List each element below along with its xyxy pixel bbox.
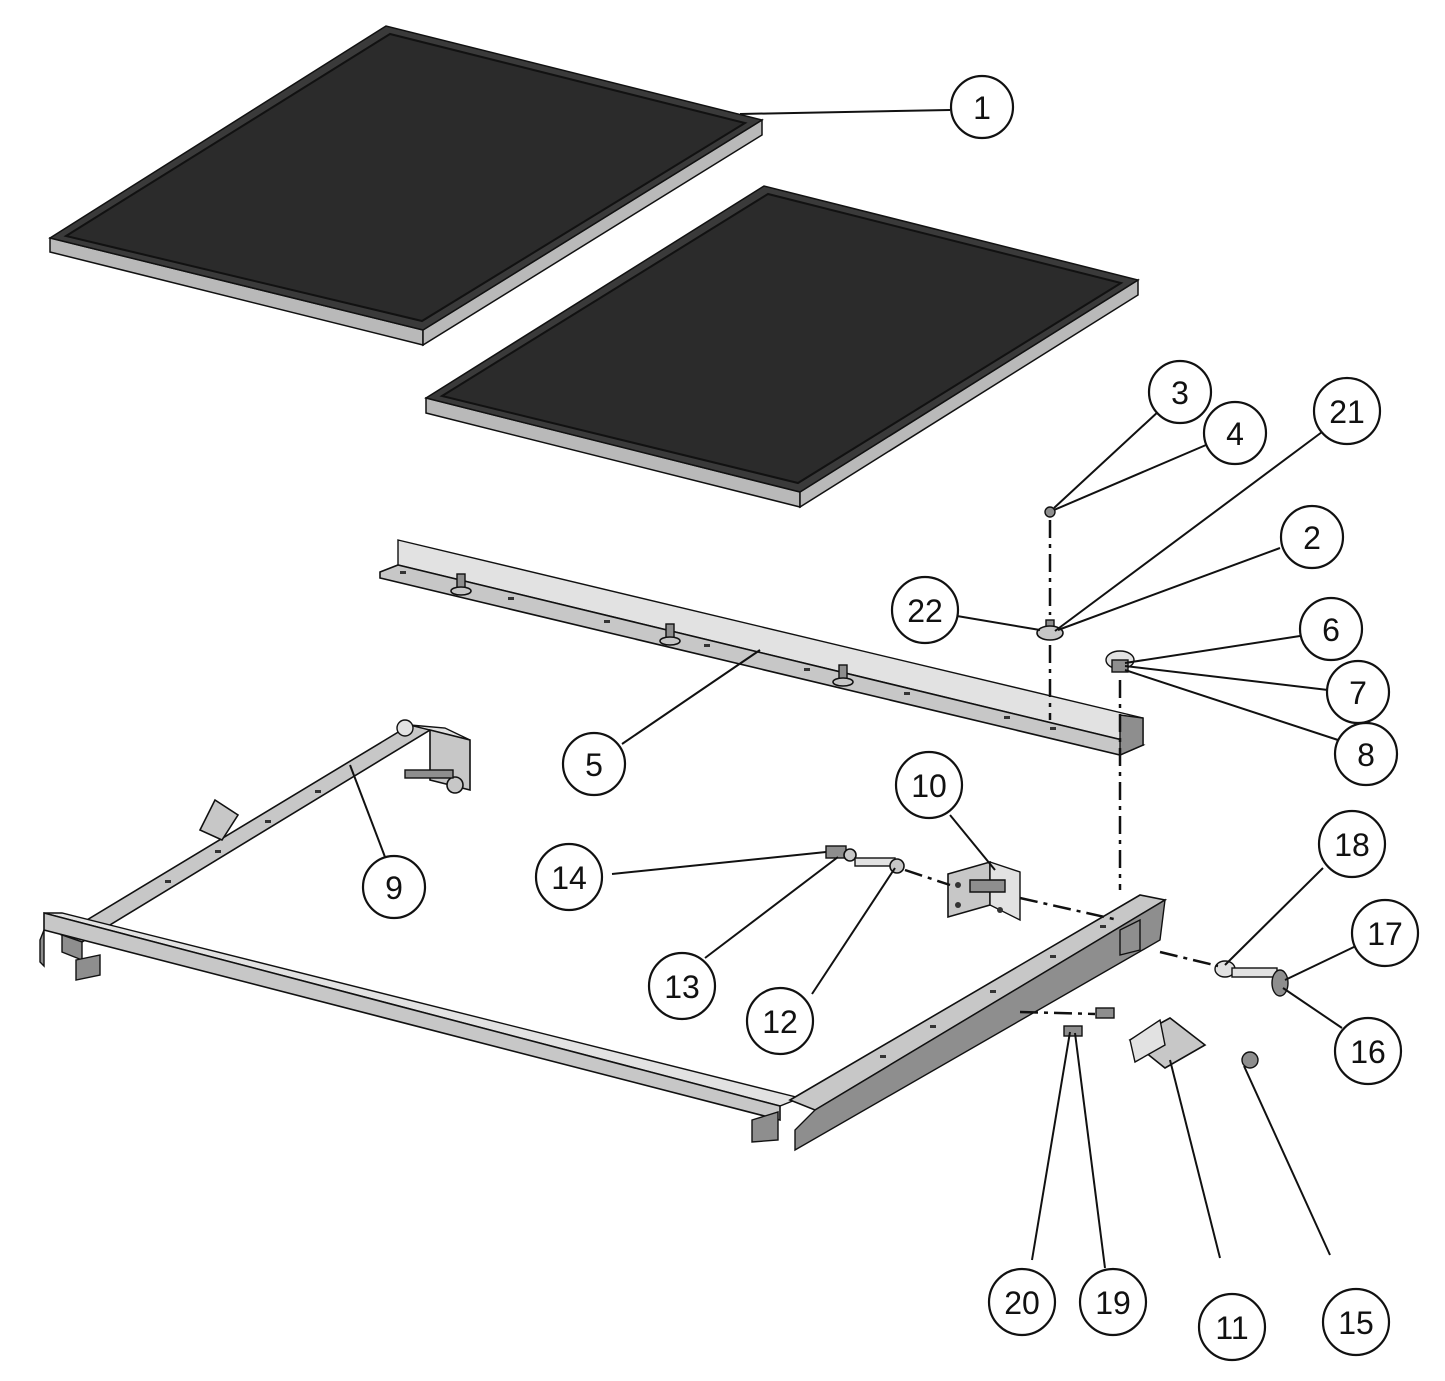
hinge-bracket [947,860,1021,922]
grill-plate-right [424,185,1140,509]
callout-5: 5 [561,731,627,797]
grill-plate-left [48,25,764,347]
callout-2: 2 [1279,504,1345,570]
callout-8: 8 [1333,721,1399,787]
callout-label: 13 [664,969,700,1005]
callout-label: 14 [551,860,587,896]
leader-lines [349,109,1357,1269]
callout-label: 22 [907,593,943,629]
callout-11: 11 [1197,1292,1267,1362]
callout-label: 1 [973,90,991,126]
callout-6: 6 [1298,596,1364,662]
callout-15: 15 [1321,1287,1391,1357]
pin-12 [854,857,905,874]
bolt-13-14 [825,845,857,862]
callout-label: 20 [1004,1285,1040,1321]
callout-label: 11 [1215,1310,1248,1346]
rail-studs [450,573,854,687]
nut-15 [1241,1051,1259,1069]
callout-label: 21 [1329,394,1365,430]
callout-label: 7 [1349,675,1367,711]
callout-label: 4 [1226,416,1244,452]
callout-3: 3 [1147,359,1213,425]
callout-label: 19 [1095,1285,1131,1321]
callout-label: 6 [1322,612,1340,648]
bolt-19-20 [1063,1007,1115,1037]
callout-12: 12 [745,986,815,1056]
knob-6-7-8 [1105,650,1135,673]
callout-label: 18 [1334,827,1370,863]
callout-label: 12 [762,1004,798,1040]
angle-rail [379,539,1146,757]
callout-17: 17 [1350,898,1420,968]
callout-21: 21 [1312,376,1382,446]
callout-19: 19 [1078,1267,1148,1337]
callout-label: 9 [385,870,403,906]
callout-label: 8 [1357,737,1375,773]
callout-14: 14 [534,842,604,912]
frame-side-rail-left [60,719,471,962]
callout-20: 20 [987,1267,1057,1337]
callout-label: 2 [1303,520,1321,556]
callout-label: 15 [1338,1305,1374,1341]
callout-label: 3 [1171,375,1189,411]
assembly-lines [904,520,1219,1016]
bolt-16-17-18 [1214,960,1289,997]
bolt-3-4 [1044,506,1056,518]
rail-holes [400,571,1056,730]
callout-13: 13 [647,951,717,1021]
callout-18: 18 [1317,809,1387,879]
callout-label: 5 [585,747,603,783]
callout-22: 22 [890,575,960,645]
callout-label: 10 [911,768,947,804]
frame-right-holes [880,925,1106,1058]
callout-4: 4 [1202,400,1268,466]
callout-7: 7 [1325,659,1391,725]
callout-label: 16 [1350,1034,1386,1070]
angle-bracket [1128,1017,1207,1069]
callout-9: 9 [361,854,427,920]
callout-label: 17 [1367,916,1403,952]
callout-1: 1 [949,74,1015,140]
callout-10: 10 [894,750,964,820]
frame-side-rail-right [751,894,1168,1152]
callout-16: 16 [1333,1016,1403,1086]
frame-left-holes [165,790,321,883]
